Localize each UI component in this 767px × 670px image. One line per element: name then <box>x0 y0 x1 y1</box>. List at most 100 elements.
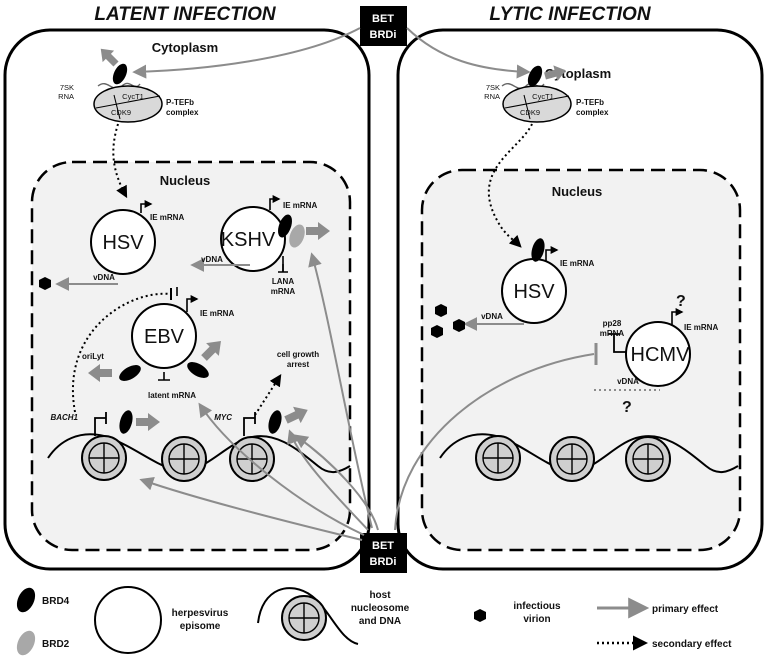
nucleosome <box>549 436 595 482</box>
svg-text:latent mRNA: latent mRNA <box>148 391 196 400</box>
svg-text:CycT1: CycT1 <box>532 92 554 101</box>
legend-brd2-icon <box>16 630 36 656</box>
brd4-icon <box>119 410 133 434</box>
svg-text:LANA: LANA <box>272 277 294 286</box>
brd4-icon <box>527 65 543 87</box>
svg-text:mRNA: mRNA <box>271 287 296 296</box>
nucleosome <box>81 435 127 481</box>
svg-text:episome: episome <box>180 621 221 632</box>
legend-virion-icon <box>474 609 486 622</box>
svg-text:?: ? <box>676 293 686 310</box>
svg-text:RNA: RNA <box>484 92 500 101</box>
virion-icon <box>39 277 51 290</box>
ptefb-complex-lytic: CycT1 CDK9 7SK RNA P-TEFb complex <box>484 62 609 123</box>
svg-text:primary effect: primary effect <box>652 604 719 615</box>
brd4-icon <box>112 63 128 85</box>
vdna-latent-label: vDNA <box>93 273 115 282</box>
svg-text:7SK: 7SK <box>486 83 500 92</box>
svg-text:KSHV: KSHV <box>221 229 276 251</box>
brd4-icon <box>268 410 282 434</box>
svg-text:complex: complex <box>576 108 609 117</box>
host-dna-latent <box>47 433 351 473</box>
lytic-nucleus-label: Nucleus <box>552 184 603 199</box>
myc-gene: MYC <box>214 401 312 436</box>
nucleosome <box>161 436 207 482</box>
svg-text:complex: complex <box>166 108 199 117</box>
bet-to-ptefb-lytic-arrow <box>406 27 531 79</box>
svg-text:BRD4: BRD4 <box>42 596 70 607</box>
ptefb-complex-latent: CycT1 CDK9 7SK RNA P-TEFb complex <box>58 42 199 123</box>
svg-text:CDK9: CDK9 <box>111 108 131 117</box>
bet-brdi-box-top: BET BRDi <box>360 6 407 46</box>
svg-text:P-TEFb: P-TEFb <box>576 98 604 107</box>
latent-nucleus-label: Nucleus <box>160 173 211 188</box>
nucleosome <box>475 435 521 481</box>
legend-brd4-icon <box>16 587 36 613</box>
pp28-mrna-label: mRNA <box>600 329 625 338</box>
svg-text:HCMV: HCMV <box>631 344 691 366</box>
ptefb-to-hsv-lytic <box>487 123 533 248</box>
bet-to-ptefb-latent-arrow <box>132 27 361 79</box>
svg-text:RNA: RNA <box>58 92 74 101</box>
svg-text:MYC: MYC <box>214 413 232 422</box>
primary-effect-arrows <box>139 252 595 541</box>
virions-lytic <box>431 304 465 338</box>
svg-text:BRD2: BRD2 <box>42 639 70 650</box>
svg-text:BRDi: BRDi <box>370 29 397 41</box>
svg-text:BRDi: BRDi <box>370 556 397 568</box>
vdna-kshv-label: vDNA <box>201 255 223 264</box>
svg-text:?: ? <box>622 399 632 416</box>
nucleosome <box>625 436 671 482</box>
svg-text:infectious: infectious <box>513 601 561 612</box>
svg-text:herpesvirus: herpesvirus <box>172 608 229 619</box>
lytic-nucleus <box>420 168 742 552</box>
svg-text:host: host <box>369 590 391 601</box>
svg-text:IE mRNA: IE mRNA <box>283 201 317 210</box>
brd4-icon <box>531 238 545 262</box>
svg-text:IE mRNA: IE mRNA <box>684 323 718 332</box>
brd4-icon <box>278 214 292 238</box>
svg-text:IE mRNA: IE mRNA <box>200 309 234 318</box>
hsv-episome-latent: HSV IE mRNA <box>90 200 184 275</box>
svg-text:pp28: pp28 <box>603 319 622 328</box>
legend-episome-icon <box>94 586 162 654</box>
lytic-infection-title: LYTIC INFECTION <box>489 4 651 25</box>
latent-infection-title: LATENT INFECTION <box>94 4 276 25</box>
svg-text:BET: BET <box>372 540 394 552</box>
svg-text:BACH1: BACH1 <box>50 413 78 422</box>
svg-text:HSV: HSV <box>513 281 555 303</box>
svg-text:secondary effect: secondary effect <box>652 639 732 650</box>
svg-text:BET: BET <box>372 13 394 25</box>
brd4-icon <box>187 362 209 378</box>
svg-text:EBV: EBV <box>144 326 185 348</box>
svg-text:nucleosome: nucleosome <box>351 603 410 614</box>
brd2-icon <box>289 224 305 248</box>
legend: BRD4 BRD2 herpesvirus episome host nucle… <box>16 586 732 656</box>
kshv-episome: KSHV IE mRNA LANA mRNA <box>220 195 330 296</box>
ptefb-to-hsv-latent <box>112 123 128 199</box>
svg-text:and DNA: and DNA <box>359 616 401 627</box>
bach1-gene: BACH1 <box>50 410 160 436</box>
hcmv-episome: HCMV IE mRNA ? pp28 pp28 mRNA vDNA ? <box>594 293 718 416</box>
hsv-episome-lytic: HSV IE mRNA <box>501 238 594 324</box>
svg-text:7SK: 7SK <box>60 83 74 92</box>
arrest-label: arrest <box>287 360 310 369</box>
latent-cytoplasm-label: Cytoplasm <box>152 40 218 55</box>
ebv-episome: EBV IE mRNA oriLyt latent mRNA <box>82 287 234 400</box>
svg-text:CDK9: CDK9 <box>520 108 540 117</box>
svg-text:IE mRNA: IE mRNA <box>150 213 184 222</box>
cell-growth-label: cell growth <box>277 350 319 359</box>
vdna-lytic-label: vDNA <box>481 312 503 321</box>
svg-text:IE mRNA: IE mRNA <box>560 259 594 268</box>
bet-brdi-box-bottom: BET BRDi <box>360 533 407 573</box>
legend-nucleosome-icon <box>281 595 327 641</box>
svg-text:virion: virion <box>523 614 550 625</box>
host-dna-lytic <box>439 433 739 473</box>
svg-text:HSV: HSV <box>102 232 144 254</box>
svg-text:P-TEFb: P-TEFb <box>166 98 194 107</box>
svg-text:CycT1: CycT1 <box>122 92 144 101</box>
svg-text:oriLyt: oriLyt <box>82 352 104 361</box>
brd4-icon <box>119 365 141 381</box>
svg-text:vDNA: vDNA <box>617 377 639 386</box>
